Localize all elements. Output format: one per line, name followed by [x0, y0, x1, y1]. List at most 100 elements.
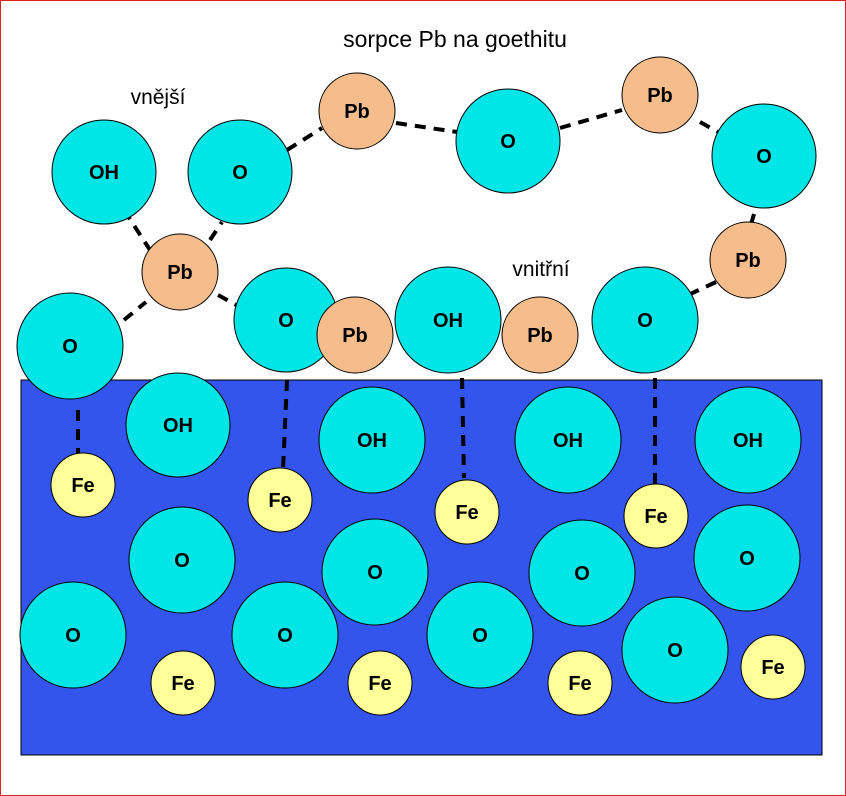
o-atom-circle	[711, 103, 817, 209]
fe-atom: Fe	[740, 634, 806, 700]
pb-atom-circle	[621, 56, 699, 134]
fe-atom-circle	[623, 483, 689, 549]
bond-line	[217, 293, 239, 308]
o-atom-circle	[455, 88, 561, 194]
fe-atom-circle	[434, 479, 500, 545]
o-atom-label: O	[500, 131, 516, 153]
fe-atom-label: Fe	[171, 673, 194, 695]
o-atom: O	[693, 504, 801, 612]
fe-atom: Fe	[347, 650, 413, 716]
oh-atom: OH	[318, 386, 426, 494]
o-atom-circle	[16, 292, 124, 400]
o-atom-label: O	[637, 310, 653, 332]
o-atom: O	[455, 88, 561, 194]
oh-atom-label: OH	[433, 310, 463, 332]
fe-atom: Fe	[150, 650, 216, 716]
bond-lines	[76, 108, 756, 488]
fe-atom: Fe	[247, 467, 313, 533]
o-atom-label: O	[367, 562, 383, 584]
o-atom: O	[528, 519, 636, 627]
oh-atom-circle	[514, 386, 622, 494]
o-atom-label: O	[62, 336, 78, 358]
o-atom-label: O	[574, 563, 590, 585]
pb-atom-label: Pb	[527, 325, 553, 347]
oh-atom-label: OH	[553, 430, 583, 452]
pb-atom-circle	[709, 221, 787, 299]
fe-atom-label: Fe	[268, 490, 291, 512]
fe-atom-circle	[347, 650, 413, 716]
o-atom-label: O	[65, 625, 81, 647]
oh-atom-label: OH	[357, 430, 387, 452]
pb-atom-label: Pb	[342, 325, 368, 347]
diagram-title: sorpce Pb na goethitu	[343, 26, 567, 52]
o-atom-circle	[426, 581, 534, 689]
pb-atom: Pb	[621, 56, 699, 134]
bond-line	[687, 280, 717, 297]
o-atom: O	[187, 119, 293, 225]
o-atom: O	[591, 266, 699, 374]
o-atom-label: O	[756, 146, 772, 168]
o-atom-label: O	[739, 548, 755, 570]
fe-atom: Fe	[547, 650, 613, 716]
fe-atom: Fe	[623, 483, 689, 549]
bond-line	[559, 108, 623, 130]
o-atom-label: O	[278, 310, 294, 332]
pb-atom-circle	[141, 233, 219, 311]
pb-atom-circle	[501, 296, 579, 374]
pb-atom-circle	[318, 72, 396, 150]
o-atom: O	[426, 581, 534, 689]
o-atom: O	[128, 506, 236, 614]
o-atom-circle	[128, 506, 236, 614]
o-atom: O	[321, 518, 429, 626]
oh-atom: OH	[694, 386, 802, 494]
o-atom-circle	[19, 581, 127, 689]
bond-line	[281, 379, 289, 471]
bond-line	[699, 120, 719, 134]
pb-atom-label: Pb	[344, 101, 370, 123]
pb-atom-label: Pb	[735, 250, 761, 272]
bond-line	[208, 220, 224, 242]
oh-atom-circle	[125, 372, 231, 478]
fe-atom-label: Fe	[761, 657, 784, 679]
oh-atom: OH	[51, 119, 157, 225]
o-atom: O	[19, 581, 127, 689]
fe-atom: Fe	[50, 452, 116, 518]
o-atom-circle	[693, 504, 801, 612]
fe-atom-label: Fe	[644, 506, 667, 528]
pb-atom: Pb	[709, 221, 787, 299]
o-atom: O	[621, 596, 729, 704]
o-atom-label: O	[472, 625, 488, 647]
pb-atom: Pb	[501, 296, 579, 374]
pb-atom-circle	[316, 296, 394, 374]
fe-atom-label: Fe	[455, 502, 478, 524]
o-atom-label: O	[232, 162, 248, 184]
o-atom: O	[231, 581, 339, 689]
o-atom-circle	[528, 519, 636, 627]
o-atom-label: O	[277, 625, 293, 647]
o-atom-circle	[621, 596, 729, 704]
fe-atom-circle	[740, 634, 806, 700]
oh-atom-label: OH	[163, 415, 193, 437]
oh-atom-label: OH	[89, 162, 119, 184]
fe-atom-circle	[50, 452, 116, 518]
oh-atom: OH	[514, 386, 622, 494]
pb-atom-label: Pb	[167, 262, 193, 284]
pb-atom: Pb	[141, 233, 219, 311]
o-atom: O	[16, 292, 124, 400]
bond-line	[122, 300, 148, 322]
o-atom-circle	[231, 581, 339, 689]
fe-atom-label: Fe	[368, 673, 391, 695]
oh-atom: OH	[125, 372, 231, 478]
oh-atom-circle	[694, 386, 802, 494]
o-atom-label: O	[174, 550, 190, 572]
bond-line	[748, 213, 756, 229]
bond-line	[395, 121, 458, 134]
o-atom-circle	[321, 518, 429, 626]
outer-sphere-label: vnější	[131, 86, 186, 109]
pb-atom-label: Pb	[647, 85, 673, 107]
pb-atom: Pb	[316, 296, 394, 374]
o-atom-circle	[187, 119, 293, 225]
fe-atom-circle	[247, 467, 313, 533]
o-atom-circle	[591, 266, 699, 374]
